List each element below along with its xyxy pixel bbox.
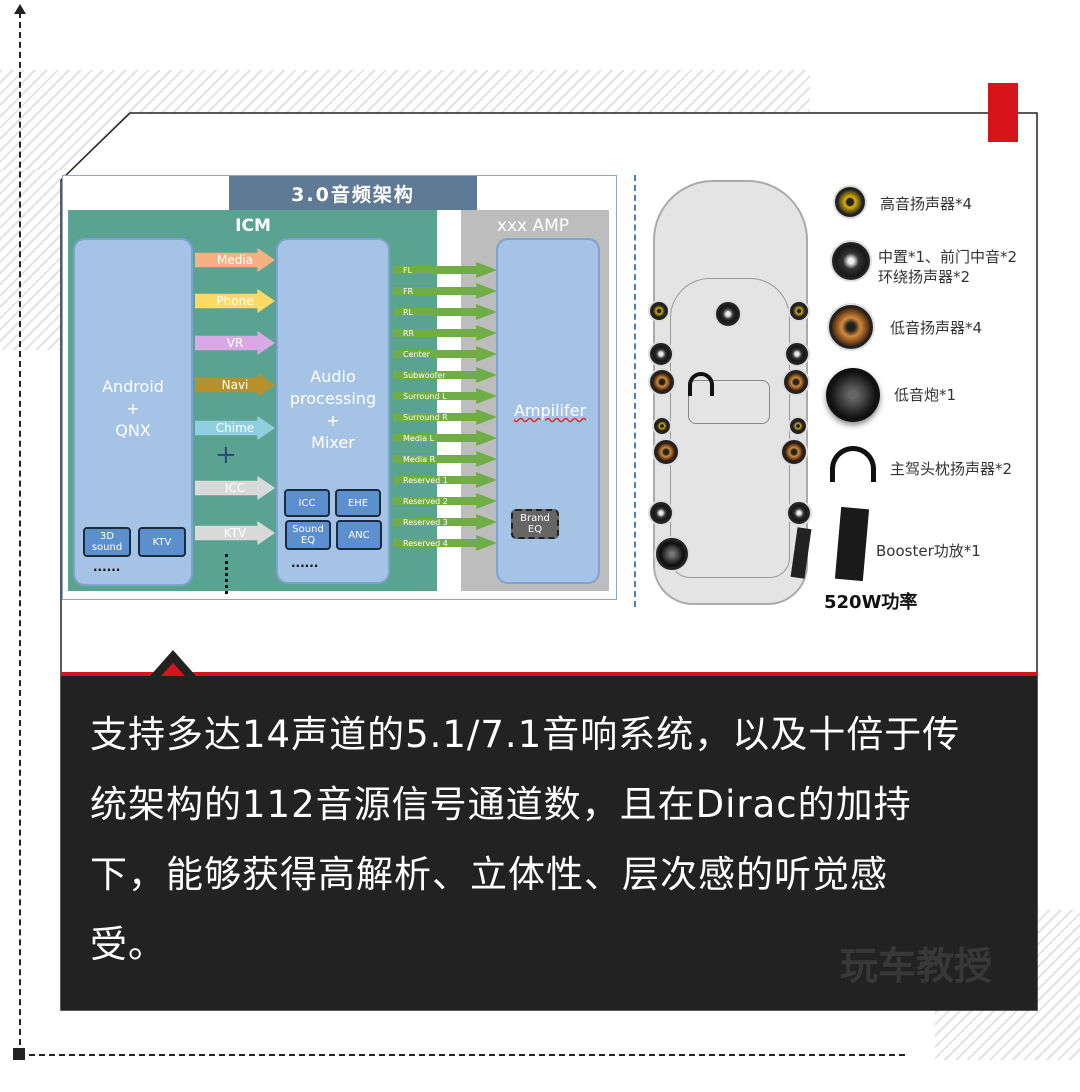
watermark: 玩车教授 xyxy=(840,944,993,988)
channel-arrow: RR xyxy=(393,325,497,341)
dashed-guide-left xyxy=(19,12,21,1055)
headrest-headphones-icon xyxy=(688,372,714,396)
midrange-speaker-icon xyxy=(650,343,672,365)
channel-arrow: Surround R xyxy=(393,409,497,425)
channel-arrow: Reserved 3 xyxy=(393,514,497,530)
3d-sound-block: 3D sound xyxy=(83,527,131,557)
woofer-icon xyxy=(784,370,808,394)
channel-arrow: Subwoofer xyxy=(393,367,497,383)
channel-arrow: Reserved 1 xyxy=(393,472,497,488)
android-qnx-label: Android+QNX xyxy=(102,377,164,440)
architecture-diagram: 3.0音频架构 ICM xxx AMP Android+QNX 3D sound… xyxy=(62,175,617,600)
car-windshield xyxy=(670,278,790,578)
channel-arrow: Reserved 4 xyxy=(393,535,497,551)
channel-arrow: Reserved 2 xyxy=(393,493,497,509)
caption-line: 受。 xyxy=(90,923,166,966)
amp-label: xxx AMP xyxy=(496,216,570,236)
icm-label: ICM xyxy=(235,216,271,236)
midrange-speaker-icon xyxy=(832,242,870,280)
tweeter-icon xyxy=(835,187,865,217)
sound-eq-block: Sound EQ xyxy=(285,520,331,550)
amplifier-label: Ampilifer xyxy=(513,401,587,420)
hatch-decoration-left xyxy=(0,170,60,350)
headphones-icon xyxy=(830,446,876,482)
surround-speaker-icon xyxy=(788,502,810,524)
caption-line: 统架构的112音源信号通道数，且在Dirac的加持 xyxy=(90,783,912,826)
legend-headphones: 主驾头枕扬声器*2 xyxy=(890,460,1013,478)
ehe-block: EHE xyxy=(335,489,381,517)
channel-arrow: Surround L xyxy=(393,388,497,404)
anc-block: ANC xyxy=(336,520,382,550)
channel-arrow: Media R xyxy=(393,451,497,467)
car-sunroof xyxy=(688,380,770,424)
channel-arrow: RL xyxy=(393,304,497,320)
subwoofer-icon xyxy=(826,368,880,422)
notch-triangle xyxy=(150,650,196,676)
subwoofer-icon xyxy=(656,538,688,570)
legend-amplifier: Booster功放*1 xyxy=(876,542,981,560)
tweeter-icon xyxy=(790,418,806,434)
caption-line: 支持多达14声道的5.1/7.1音响系统，以及十倍于传 xyxy=(90,713,961,756)
woofer-icon xyxy=(829,305,873,349)
vertical-dots xyxy=(225,554,228,594)
channel-arrow: FR xyxy=(393,283,497,299)
caption-line: 下，能够获得高解析、立体性、层次感的听觉感 xyxy=(90,853,888,896)
divider-dashed xyxy=(634,175,636,607)
legend-subwoofer: 低音炮*1 xyxy=(894,386,957,404)
center-speaker-icon xyxy=(716,302,740,326)
icc-block: ICC xyxy=(284,489,330,517)
car-speaker-layout xyxy=(648,178,818,608)
corner-square-icon xyxy=(13,1048,25,1060)
midrange-speaker-icon xyxy=(786,343,808,365)
channel-arrow: FL xyxy=(393,262,497,278)
woofer-icon xyxy=(654,440,678,464)
legend-woofer: 低音扬声器*4 xyxy=(890,319,983,337)
red-accent-block xyxy=(988,83,1018,142)
car-body xyxy=(653,180,808,605)
dashed-guide-bottom xyxy=(19,1054,905,1056)
surround-speaker-icon xyxy=(650,502,672,524)
more-dots: ...... xyxy=(291,556,319,570)
channel-arrow: Center xyxy=(393,346,497,362)
diagram-title: 3.0音频架构 xyxy=(229,176,477,210)
tweeter-icon xyxy=(790,302,808,320)
woofer-icon xyxy=(782,440,806,464)
woofer-icon xyxy=(650,370,674,394)
power-label: 520W功率 xyxy=(824,592,918,613)
arrow-up-icon xyxy=(14,4,26,14)
tweeter-icon xyxy=(654,418,670,434)
legend-tweeter: 高音扬声器*4 xyxy=(880,195,973,213)
ktv-block: KTV xyxy=(138,527,186,557)
tweeter-icon xyxy=(650,302,668,320)
plus-sign: + xyxy=(215,440,237,470)
brand-eq-block: Brand EQ xyxy=(511,509,559,539)
channel-arrow: Media L xyxy=(393,430,497,446)
more-dots: ...... xyxy=(93,560,121,574)
caption-panel xyxy=(61,672,1037,1010)
